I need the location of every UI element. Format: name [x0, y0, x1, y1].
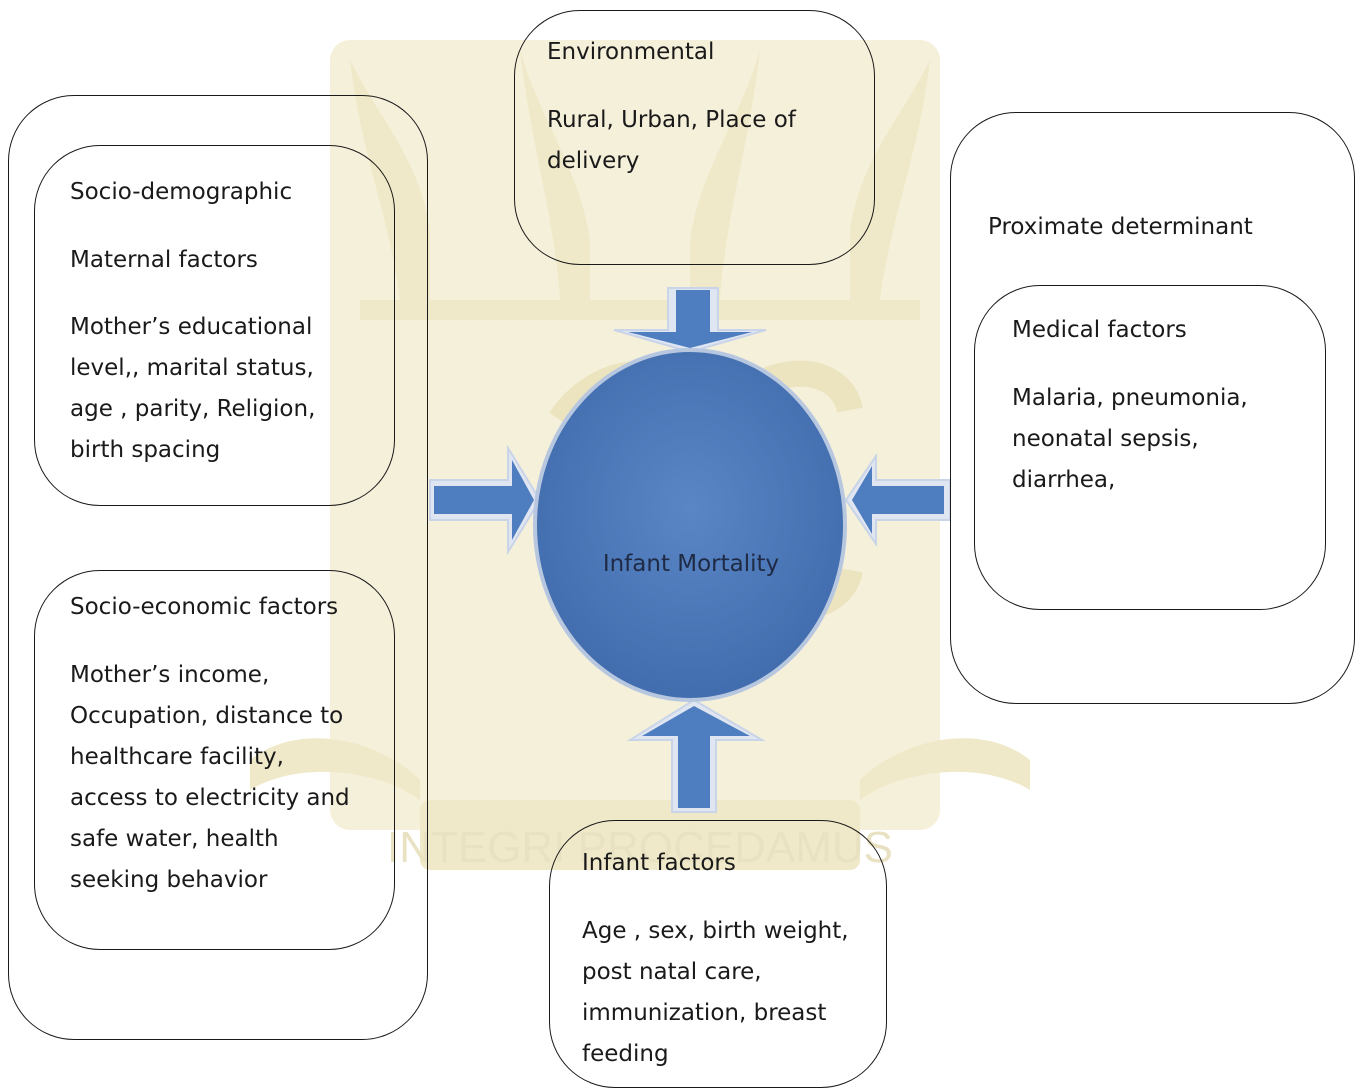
- detail-line: diarrhea,: [1012, 467, 1116, 493]
- socio-factors-outer-box: [8, 95, 428, 1040]
- infant-factors-box: [549, 820, 887, 1088]
- arrow-from-infant-factors: [626, 698, 766, 813]
- detail-line: level,, marital status,: [70, 355, 314, 381]
- detail-line: age , parity, Religion,: [70, 396, 316, 422]
- detail-line: healthcare facility,: [70, 744, 284, 770]
- environmental-title: Environmental: [547, 39, 715, 65]
- infant-factors-title: Infant factors: [582, 850, 736, 876]
- arrow-from-environmental: [613, 287, 767, 354]
- detail-line: neonatal sepsis,: [1012, 426, 1199, 452]
- watermark-motto: INTEGRI PROCEDAMUS: [387, 823, 893, 872]
- socio-demographic-box: [34, 145, 395, 506]
- detail-line: access to electricity and: [70, 785, 350, 811]
- arrow-from-proximate: [844, 452, 951, 548]
- detail-line: delivery: [547, 148, 640, 174]
- detail-line: Mother’s income,: [70, 662, 270, 688]
- maternal-factors-subtitle: Maternal factors: [70, 247, 258, 273]
- detail-line: Occupation, distance to: [70, 703, 344, 729]
- socio-demographic-title: Socio-demographic: [70, 179, 293, 205]
- environmental-box: [514, 10, 875, 265]
- detail-line: seeking behavior: [70, 867, 268, 893]
- detail-line: post natal care,: [582, 959, 762, 985]
- medical-factors-box: [974, 285, 1326, 610]
- socio-economic-box: [34, 570, 395, 950]
- socio-economic-title: Socio-economic factors: [70, 594, 339, 620]
- detail-line: immunization, breast: [582, 1000, 827, 1026]
- detail-line: safe water, health: [70, 826, 279, 852]
- detail-line: Mother’s educational: [70, 314, 313, 340]
- proximate-determinant-title: Proximate determinant: [988, 214, 1253, 240]
- detail-line: birth spacing: [70, 437, 221, 463]
- detail-line: feeding: [582, 1041, 669, 1067]
- proximate-determinant-box: [950, 112, 1355, 704]
- detail-line: Rural, Urban, Place of: [547, 107, 796, 133]
- infant-mortality-circle: [533, 348, 847, 702]
- medical-factors-title: Medical factors: [1012, 317, 1187, 343]
- detail-line: Malaria, pneumonia,: [1012, 385, 1248, 411]
- detail-line: Age , sex, birth weight,: [582, 918, 849, 944]
- infant-mortality-label: Infant Mortality: [602, 551, 780, 577]
- arrow-from-socio-factors: [429, 444, 542, 556]
